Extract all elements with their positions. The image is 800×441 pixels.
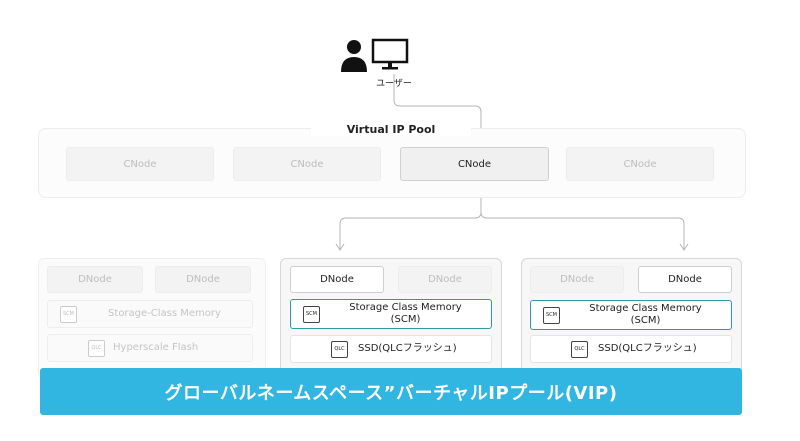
arrow-left xyxy=(335,243,345,251)
user-label: ユーザー xyxy=(376,79,412,89)
pool-title: Virtual IP Pool xyxy=(311,123,471,136)
cnode-4: CNode xyxy=(566,147,714,181)
scm-row-1: SCM Storage-Class Memory xyxy=(47,300,253,328)
cnode-to-dnode-left-line xyxy=(339,182,482,250)
scm-row-2: SCM Storage Class Memory (SCM) xyxy=(290,299,492,329)
scm-label-3-line1: Storage Class Memory xyxy=(589,303,702,314)
cnode-1: CNode xyxy=(66,147,214,181)
scm-label-2: Storage Class Memory (SCM) xyxy=(320,302,491,326)
user-computer-icon-group xyxy=(341,38,409,72)
cnode-to-dnode-right-line xyxy=(480,211,685,250)
user-to-cnode-line xyxy=(393,74,482,146)
scm-label-2-line1: Storage Class Memory xyxy=(349,302,462,313)
scm-chip-icon: SCM xyxy=(543,306,560,324)
dnode-3a: DNode xyxy=(530,266,624,293)
arrow-right xyxy=(679,243,689,251)
global-namespace-banner: グローバルネームスペース”バーチャルIPプール(VIP) xyxy=(40,368,742,415)
cnode-2: CNode xyxy=(233,147,381,181)
dnode-1a: DNode xyxy=(47,266,143,293)
scm-row-3: SCM Storage Class Memory (SCM) xyxy=(530,300,732,330)
dnode-3b-active: DNode xyxy=(638,266,732,293)
ssd-row-2: QLC SSD(QLCフラッシュ) xyxy=(290,335,492,363)
scm-label-2-line2: (SCM) xyxy=(390,314,421,325)
scm-label-3-line2: (SCM) xyxy=(630,315,661,326)
cnode-3-active: CNode xyxy=(400,147,549,181)
user-icon xyxy=(341,40,367,72)
ssd-row-3: QLC SSD(QLCフラッシュ) xyxy=(530,335,732,363)
flash-label-1: Hyperscale Flash xyxy=(113,342,199,353)
dnode-1b: DNode xyxy=(155,266,251,293)
scm-label-1: Storage-Class Memory xyxy=(108,308,221,319)
monitor-icon xyxy=(371,38,409,70)
qlc-chip-icon: QLC xyxy=(88,339,105,357)
qlc-chip-icon: QLC xyxy=(571,340,588,358)
qlc-chip-icon: QLC xyxy=(331,340,348,358)
ssd-label-2: SSD(QLCフラッシュ) xyxy=(358,343,457,354)
scm-chip-icon: SCM xyxy=(60,305,77,323)
dnode-2a-active: DNode xyxy=(290,266,384,293)
scm-chip-icon: SCM xyxy=(303,305,320,323)
flash-row-1: QLC Hyperscale Flash xyxy=(47,334,253,362)
dnode-2b: DNode xyxy=(398,266,492,293)
ssd-label-3: SSD(QLCフラッシュ) xyxy=(598,343,697,354)
scm-label-3: Storage Class Memory (SCM) xyxy=(560,303,731,327)
